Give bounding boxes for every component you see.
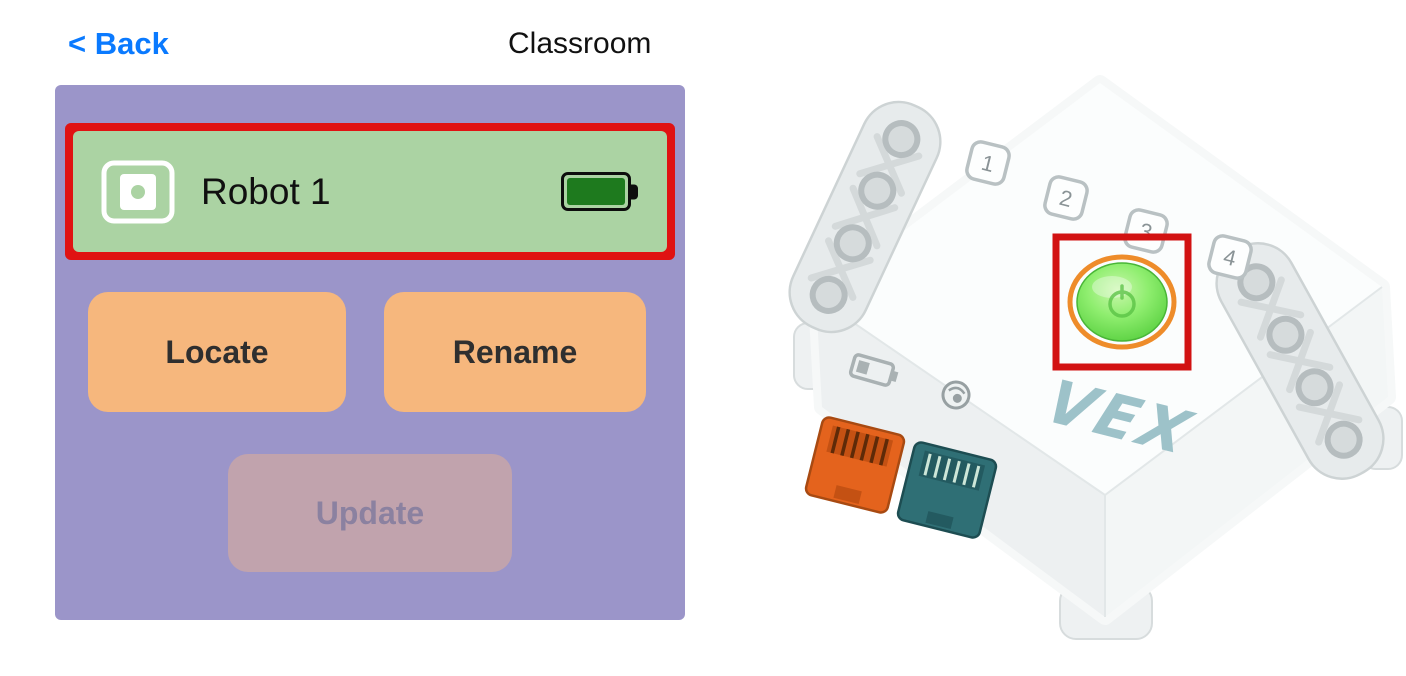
robot-row[interactable]: Robot 1	[73, 131, 667, 252]
robot-icon	[101, 160, 175, 223]
right-beam	[1215, 242, 1385, 480]
beam-holes	[1237, 263, 1363, 459]
svg-text:1: 1	[979, 150, 997, 177]
power-button-highlight	[1052, 233, 1192, 371]
update-button[interactable]: Update	[228, 454, 512, 572]
port-tab-2: 2	[1043, 175, 1089, 221]
battery-nub	[631, 184, 638, 199]
vex-brain-svg: 1 2 3 4 VEX	[788, 75, 1403, 640]
back-button[interactable]: < Back	[68, 26, 169, 61]
battery-icon	[561, 172, 638, 211]
svg-text:4: 4	[1221, 244, 1239, 271]
power-glyph-icon	[1108, 284, 1136, 318]
device-battery-icon	[848, 353, 899, 387]
port-tab-3: 3	[1123, 208, 1169, 254]
teal-port	[896, 441, 998, 539]
left-beam	[788, 100, 942, 334]
page-title: Classroom	[508, 27, 652, 60]
beam-holes	[809, 120, 921, 314]
port-tab-4: 4	[1207, 234, 1253, 280]
robot-name: Robot 1	[201, 170, 331, 212]
port-tab-1: 1	[965, 140, 1011, 186]
eye-icon	[941, 380, 971, 410]
vex-brain-image: 1 2 3 4 VEX	[760, 65, 1405, 650]
svg-text:2: 2	[1057, 185, 1075, 212]
orange-port	[804, 416, 906, 514]
robot-detail-panel: Robot 1 Locate Rename Update	[55, 85, 685, 620]
selection-highlight: Robot 1	[65, 123, 675, 260]
power-button	[1067, 254, 1177, 350]
rename-button[interactable]: Rename	[384, 292, 646, 412]
locate-button[interactable]: Locate	[88, 292, 346, 412]
battery-fill	[567, 178, 625, 205]
